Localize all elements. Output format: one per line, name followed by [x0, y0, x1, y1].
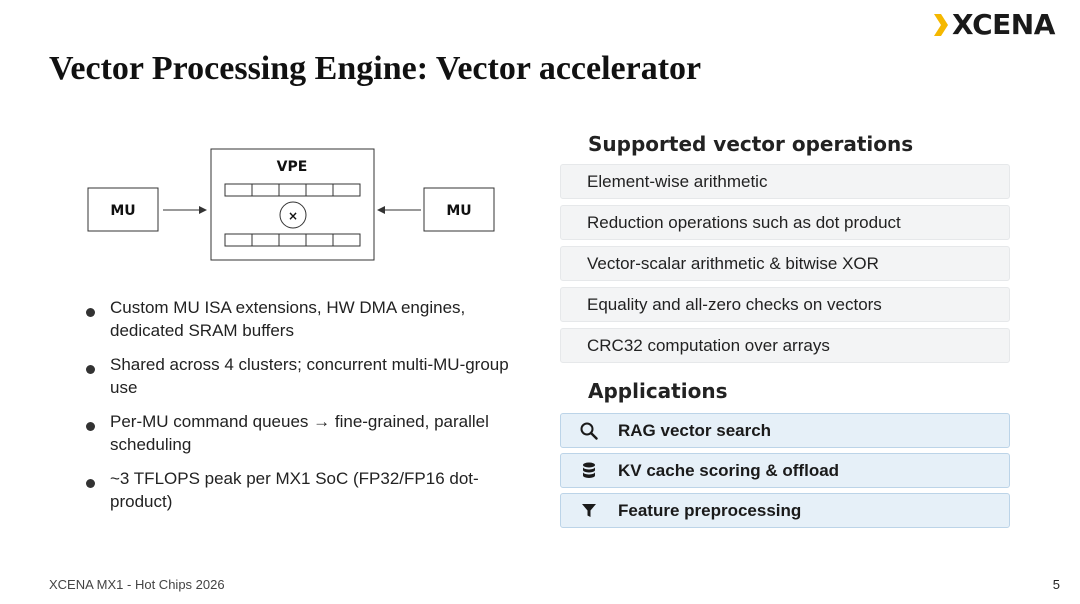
- op-item: Equality and all-zero checks on vectors: [560, 287, 1010, 322]
- vpe-label: VPE: [277, 159, 308, 175]
- app-label: KV cache scoring & offload: [618, 460, 840, 480]
- bullet-dot-icon: [86, 365, 95, 374]
- applications-heading: Applications: [588, 379, 728, 403]
- logo-chevron-icon: [934, 14, 948, 36]
- bullet-item: Shared across 4 clusters; concurrent mul…: [84, 353, 514, 399]
- brand-logo: XCENA: [934, 10, 1055, 40]
- bullet-dot-icon: [86, 479, 95, 488]
- app-label: Feature preprocessing: [618, 500, 802, 520]
- app-item-rag: RAG vector search: [560, 413, 1010, 448]
- op-item: CRC32 computation over arrays: [560, 328, 1010, 363]
- app-item-feature: Feature preprocessing: [560, 493, 1010, 528]
- bullet-item: Per-MU command queues → fine-grained, pa…: [84, 410, 514, 456]
- bullet-item: Custom MU ISA extensions, HW DMA engines…: [84, 296, 514, 342]
- op-item: Element-wise arithmetic: [560, 164, 1010, 199]
- search-icon: [579, 421, 599, 441]
- footer-text: XCENA MX1 - Hot Chips 2026: [49, 577, 225, 592]
- page-number: 5: [1052, 577, 1060, 592]
- vector-register-bottom: [224, 233, 361, 247]
- app-item-kv-cache: KV cache scoring & offload: [560, 453, 1010, 488]
- page-title: Vector Processing Engine: Vector acceler…: [49, 50, 702, 87]
- supported-ops-heading: Supported vector operations: [588, 132, 914, 156]
- right-mu-box: [423, 187, 495, 232]
- app-label: RAG vector search: [618, 420, 772, 440]
- supported-ops-list: Element-wise arithmetic Reduction operat…: [560, 164, 1010, 369]
- bullet-text: Custom MU ISA extensions, HW DMA engines…: [110, 298, 466, 340]
- applications-list: RAG vector search KV cache scoring & off…: [560, 413, 1010, 533]
- right-mu-label: MU: [446, 203, 471, 219]
- bullet-text: Shared across 4 clusters; concurrent mul…: [110, 355, 509, 397]
- bullet-dot-icon: [86, 422, 95, 431]
- bullet-text: ~3 TFLOPS peak per MX1 SoC (FP32/FP16 do…: [110, 469, 479, 511]
- left-mu-box: [87, 187, 159, 232]
- bullet-item: ~3 TFLOPS peak per MX1 SoC (FP32/FP16 do…: [84, 467, 514, 513]
- bullet-dot-icon: [86, 308, 95, 317]
- multiply-symbol: ×: [288, 209, 298, 223]
- left-mu-label: MU: [110, 203, 135, 219]
- op-item: Reduction operations such as dot product: [560, 205, 1010, 240]
- vpe-diagram: MU MU VPE ×: [87, 148, 495, 261]
- logo-text: XCENA: [952, 8, 1055, 41]
- filter-icon: [579, 501, 599, 521]
- op-item: Vector-scalar arithmetic & bitwise XOR: [560, 246, 1010, 281]
- bullet-text: Per-MU command queues → fine-grained, pa…: [110, 412, 489, 454]
- multiply-unit: [279, 201, 307, 229]
- feature-bullet-list: Custom MU ISA extensions, HW DMA engines…: [84, 296, 514, 524]
- database-icon: [579, 461, 599, 481]
- vector-register-top: [224, 183, 361, 197]
